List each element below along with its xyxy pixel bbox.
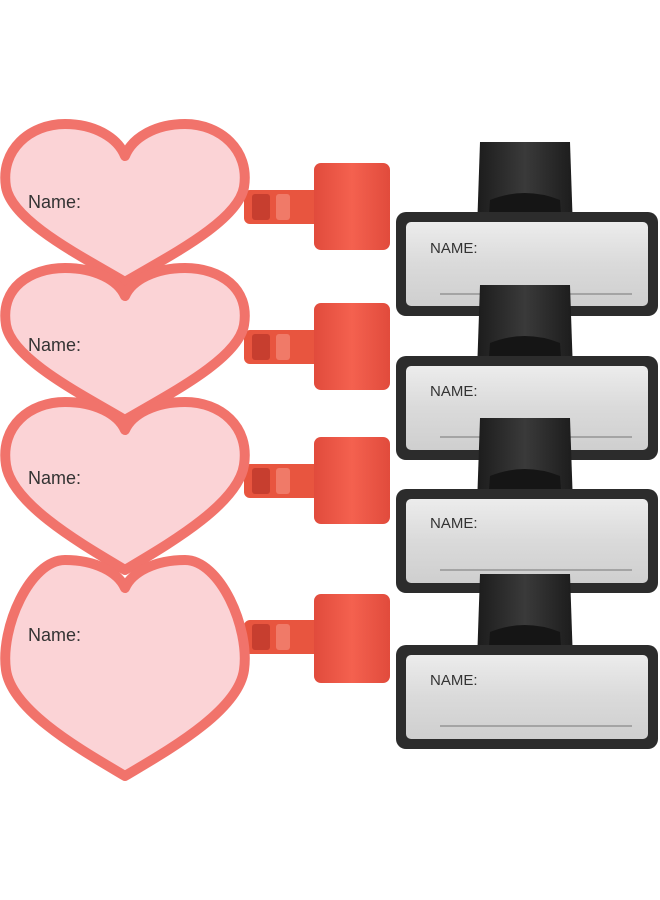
heart-name-label: Name:: [28, 192, 81, 212]
heart-tag-3: Name:: [0, 397, 390, 575]
name-label: NAME:: [430, 240, 478, 257]
heart-tag-4: Name:: [0, 555, 390, 781]
heart-shape: [0, 263, 250, 425]
name-label: NAME:: [430, 672, 478, 689]
heart-name-label: Name:: [28, 335, 81, 355]
heart-shape: [0, 119, 250, 287]
name-plate: [406, 499, 648, 583]
name-plate: [406, 222, 648, 306]
heart-shape: [0, 555, 250, 781]
red-clip: [244, 437, 390, 524]
rect-tag-1: NAME:: [396, 142, 658, 316]
heart-name-label: Name:: [28, 468, 81, 488]
red-clip: [244, 594, 390, 683]
red-clip: [244, 163, 390, 250]
name-plate: [406, 655, 648, 739]
name-label: NAME:: [430, 515, 478, 532]
heart-tag-1: Name:: [0, 119, 390, 287]
rect-tag-2: NAME:: [396, 285, 658, 460]
heart-shape: [0, 397, 250, 575]
rect-tag-4: NAME:: [396, 574, 658, 749]
rect-tag-3: NAME:: [396, 418, 658, 593]
name-label: NAME:: [430, 383, 478, 400]
name-plate: [406, 366, 648, 450]
red-clip: [244, 303, 390, 390]
heart-name-label: Name:: [28, 625, 81, 645]
heart-tag-2: Name:: [0, 263, 390, 425]
